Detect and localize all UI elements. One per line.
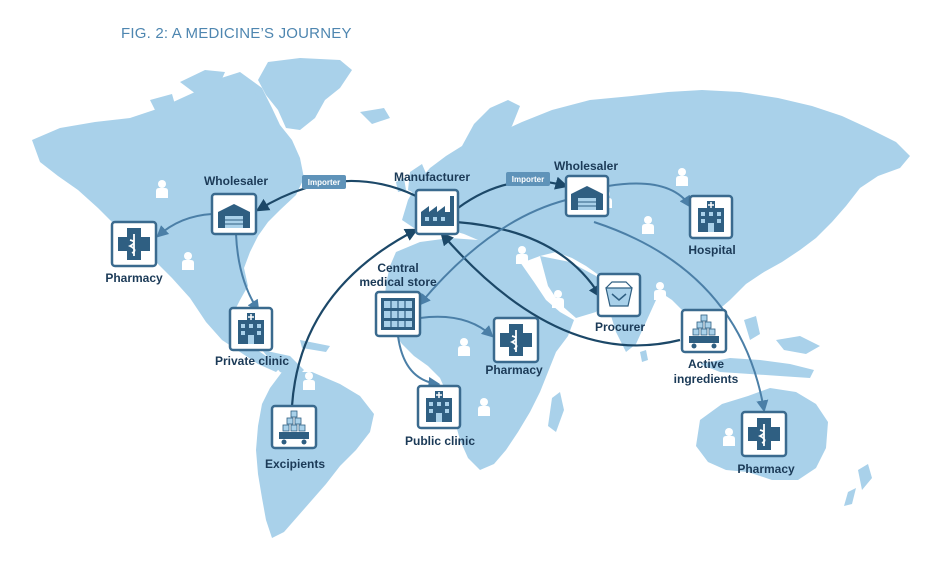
madagascar-landmass — [548, 392, 564, 432]
south-america-landmass — [256, 372, 374, 538]
factory-icon — [421, 196, 454, 226]
pharmacy-cross-icon — [500, 324, 532, 356]
excipients-label: Excipients — [265, 457, 325, 471]
arrow-wholesaler-asia-to-central-store — [418, 199, 567, 306]
arrow-excipients-to-manufacturer — [290, 228, 419, 407]
excipients-node — [270, 404, 318, 450]
importer-tag-west: Importer — [302, 175, 346, 189]
clinic-building-icon — [238, 313, 264, 344]
warehouse-icon — [571, 186, 603, 210]
node-labels: Wholesaler Pharmacy Private clinic Excip… — [105, 159, 795, 476]
central-medical-store-node — [374, 290, 422, 338]
scandinavia-landmass — [462, 100, 520, 164]
clinic-building-icon — [426, 391, 452, 422]
public-clinic-label: Public clinic — [405, 434, 475, 448]
procurer-node — [596, 272, 642, 318]
ingredient-cart-icon — [689, 314, 719, 349]
sri-lanka-landmass — [640, 350, 648, 362]
hospital-label: Hospital — [688, 243, 735, 257]
figure-title-text: A MEDICINE’S JOURNEY — [171, 25, 352, 42]
figure-number: FIG. 2: — [121, 25, 169, 42]
arrow-manufacturer-to-procurer — [455, 220, 602, 299]
active-ingredients-label-line2: ingredients — [674, 372, 739, 386]
indonesia-landmass — [700, 316, 820, 378]
private-clinic-node — [228, 306, 274, 352]
pharmacy-africa-node — [492, 316, 540, 364]
central-store-label-line2: medical store — [359, 275, 437, 289]
importer-tag-east: Importer — [506, 172, 550, 186]
figure-title: FIG. 2: A MEDICINE’S JOURNEY — [121, 25, 352, 42]
arrow-central-store-to-pharmacy-africa — [419, 315, 494, 338]
wholesaler-americas-label: Wholesaler — [204, 174, 268, 188]
warehouse-icon — [218, 204, 250, 228]
arrow-wholesaler-to-private-clinic — [235, 233, 260, 312]
pharmacy-cross-icon — [748, 418, 780, 450]
person-icon — [284, 300, 296, 318]
hospital-node — [688, 194, 734, 240]
active-ingredients-label-line1: Active — [688, 357, 724, 371]
flow-arrows — [156, 176, 769, 413]
importer-tag-west-label: Importer — [308, 178, 340, 187]
wholesaler-asia-label: Wholesaler — [554, 159, 618, 173]
wholesaler-americas-node — [210, 192, 258, 236]
arctic-islands-landmass — [150, 70, 258, 112]
wholesaler-asia-node — [564, 174, 610, 218]
british-isles-landmass — [396, 164, 428, 196]
pharmacy-cross-icon — [118, 228, 150, 260]
arrow-central-store-to-public-clinic — [397, 335, 441, 389]
active-ingredients-node — [680, 308, 728, 354]
eurasia-landmass — [402, 90, 910, 318]
manufacturer-label: Manufacturer — [394, 170, 470, 184]
central-store-label-line1: Central — [377, 261, 418, 275]
iceland-landmass — [360, 108, 390, 124]
ingredient-cart-icon — [279, 410, 309, 445]
manufacturer-node — [414, 188, 460, 236]
africa-landmass — [384, 238, 574, 470]
procurer-box-icon — [605, 281, 633, 307]
greenland-landmass — [258, 58, 352, 130]
pharmacy-africa-label: Pharmacy — [485, 363, 543, 377]
new-zealand-landmass — [844, 464, 872, 506]
storage-shelves-icon — [381, 298, 415, 330]
public-clinic-node — [416, 384, 462, 430]
arrow-wholesaler-to-pharmacy-americas — [156, 213, 213, 238]
arrow-active-ingredients-to-manufacturer — [440, 232, 681, 347]
pharmacy-australia-node — [740, 410, 788, 458]
arrow-wholesaler-asia-to-hospital — [607, 182, 692, 208]
japan-landmass — [798, 196, 828, 238]
central-america-landmass — [262, 340, 330, 378]
pharmacy-australia-label: Pharmacy — [737, 462, 795, 476]
arrow-wholesaler-asia-to-pharmacy-australia — [593, 221, 769, 413]
pharmacy-americas-label: Pharmacy — [105, 271, 163, 285]
pharmacy-americas-node — [110, 220, 158, 268]
procurer-label: Procurer — [595, 320, 645, 334]
private-clinic-label: Private clinic — [215, 354, 289, 368]
hospital-building-icon — [698, 201, 724, 232]
importer-tag-east-label: Importer — [512, 175, 544, 184]
north-america-landmass — [32, 72, 304, 372]
arabia-landmass — [540, 256, 608, 318]
